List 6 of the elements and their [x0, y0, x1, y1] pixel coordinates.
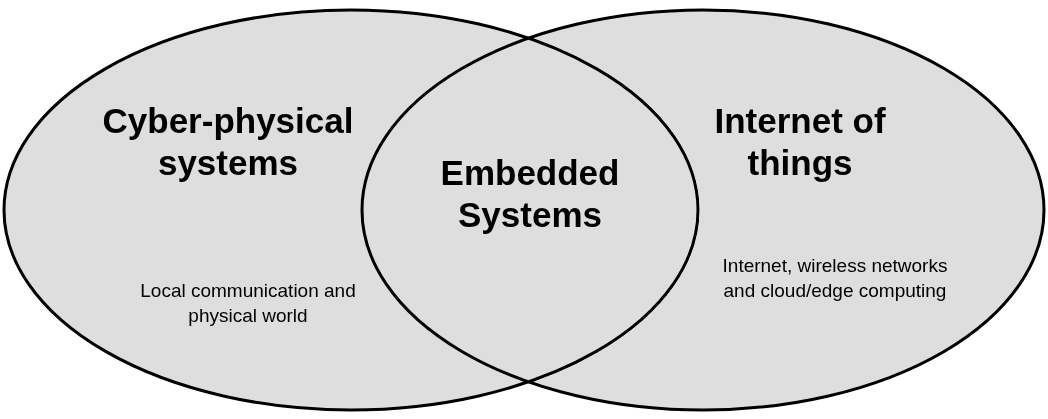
set-description: Internet, wireless networks and cloud/edge computing	[722, 254, 948, 303]
set-title: Cyber-physical systems	[101, 100, 355, 184]
overlap-title: Embedded Systems	[439, 152, 621, 236]
set-description: Local communication and physical world	[139, 279, 357, 328]
set-title: Internet of things	[713, 100, 887, 184]
venn-ellipse	[360, 8, 1046, 412]
